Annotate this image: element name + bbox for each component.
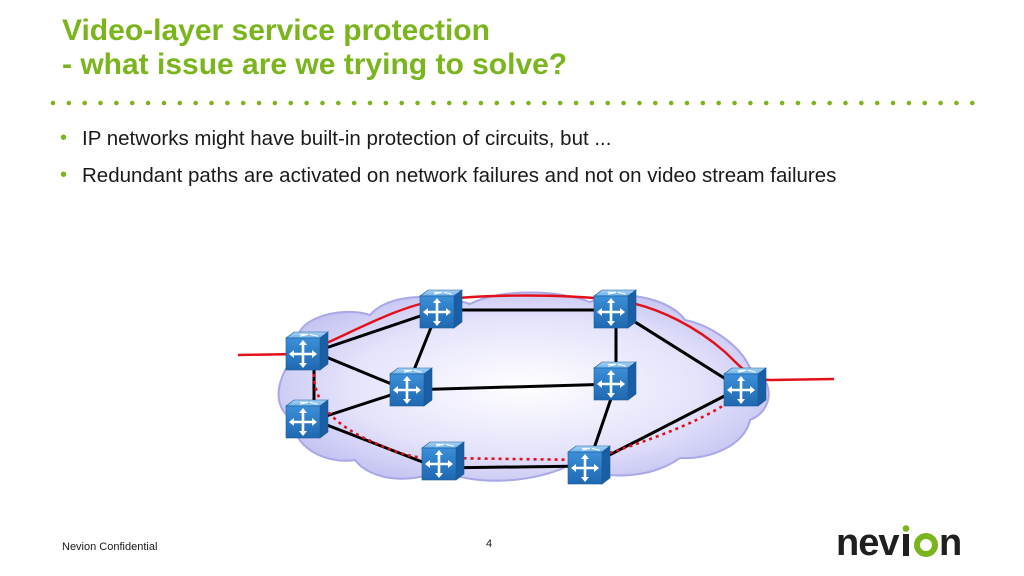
router-switch-icon (284, 398, 330, 440)
divider-dot (367, 100, 373, 106)
divider-dot (779, 100, 785, 106)
divider-dot (462, 100, 468, 106)
footer-confidential: Nevion Confidential (62, 541, 158, 553)
slide-title: Video-layer service protection - what is… (62, 14, 962, 82)
divider-dot (637, 100, 642, 106)
divider-dot (573, 100, 579, 106)
divider-dot (66, 100, 72, 106)
divider-dot (938, 100, 943, 106)
divider-dot (304, 100, 309, 106)
router-switch-icon (592, 288, 638, 330)
divider-dot (668, 100, 674, 106)
divider-dot (129, 100, 135, 106)
router-switch-icon (388, 366, 434, 408)
divider-dot (114, 100, 119, 106)
divider-dot (225, 100, 230, 106)
router-switch-icon (284, 330, 330, 372)
network-diagram (237, 288, 835, 486)
divider-dot (399, 100, 405, 106)
dotted-divider (50, 100, 975, 106)
bullet-list: • IP networks might have built-in protec… (60, 124, 980, 198)
divider-dot (161, 100, 167, 106)
divider-dot (351, 100, 357, 106)
svg-text:nev: nev (836, 524, 899, 560)
bullet-text: IP networks might have built-in protecti… (82, 127, 612, 150)
divider-dot (557, 100, 563, 106)
divider-dot (811, 100, 817, 106)
divider-dot (874, 100, 880, 106)
divider-dot (843, 100, 848, 106)
divider-dot (732, 100, 737, 106)
divider-dot (890, 100, 896, 106)
bullet-item: • Redundant paths are activated on netwo… (60, 161, 980, 190)
divider-dot (542, 100, 547, 106)
divider-dot (922, 100, 928, 106)
divider-dot (98, 100, 103, 106)
divider-dot (177, 100, 183, 106)
bullet-item: • IP networks might have built-in protec… (60, 124, 980, 153)
divider-dot (795, 100, 801, 106)
router-switch-icon (418, 288, 464, 330)
divider-dot (621, 100, 626, 106)
bullet-marker: • (60, 127, 68, 149)
nevion-logo: nev n (836, 524, 962, 560)
router-switch-icon (566, 444, 612, 486)
divider-dot (589, 100, 595, 106)
divider-dot (510, 100, 515, 106)
divider-dot (954, 100, 959, 106)
divider-dot (906, 100, 912, 106)
router-switch-icon (722, 366, 768, 408)
divider-dot (320, 100, 325, 106)
bullet-text: Redundant paths are activated on network… (82, 164, 837, 187)
divider-dot (288, 100, 294, 106)
divider-dot (859, 100, 864, 106)
divider-dot (383, 100, 389, 106)
divider-dot (748, 100, 753, 106)
title-line-2: - what issue are we trying to solve? (62, 48, 568, 81)
divider-dot (193, 100, 198, 106)
divider-dot (431, 100, 436, 106)
router-switch-icon (420, 440, 466, 482)
divider-dot (145, 100, 151, 106)
divider-dot (494, 100, 500, 106)
page-number: 4 (486, 538, 493, 550)
divider-dot (240, 100, 246, 106)
divider-dot (700, 100, 706, 106)
divider-dot (82, 100, 87, 106)
divider-dot (415, 100, 420, 106)
divider-dot (209, 100, 214, 106)
divider-dot (716, 100, 721, 106)
divider-dot (827, 100, 832, 106)
divider-dot (970, 100, 975, 106)
divider-dot (336, 100, 341, 106)
router-switch-icon (592, 360, 638, 402)
divider-dot (478, 100, 484, 106)
divider-dot (446, 100, 452, 106)
divider-dot (763, 100, 769, 106)
divider-dot (653, 100, 658, 106)
svg-text:n: n (939, 524, 962, 560)
divider-dot (272, 100, 278, 106)
title-line-1: Video-layer service protection (62, 14, 490, 47)
divider-dot (50, 100, 56, 106)
divider-dot (684, 100, 690, 106)
divider-dot (605, 100, 611, 106)
divider-dot (256, 100, 262, 106)
bullet-marker: • (60, 164, 68, 186)
primary-path (237, 294, 835, 382)
divider-dot (526, 100, 531, 106)
